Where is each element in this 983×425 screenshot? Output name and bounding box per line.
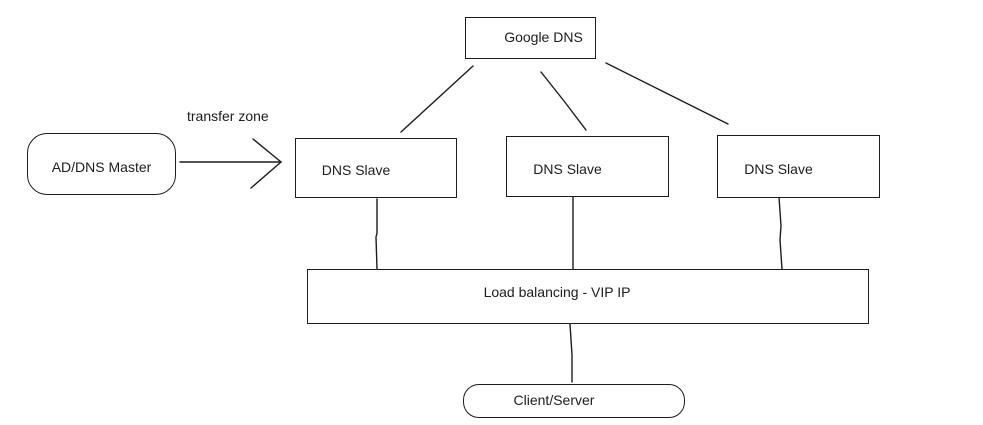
node-ad-dns-master: AD/DNS Master [27,133,176,195]
node-dns-slave-3: DNS Slave [717,135,880,198]
node-dns-slave-2: DNS Slave [506,136,669,197]
transfer-zone-arrow [179,138,283,189]
node-dns-slave-2-label: DNS Slave [533,160,602,177]
node-dns-slave-3-label: DNS Slave [744,160,813,177]
node-client-server-label: Client/Server [513,392,595,409]
edge-google-dns-to-dns-slave-1 [400,65,474,133]
edge-dns-slave-3-to-load-balancing [778,196,783,270]
node-dns-slave-1-label: DNS Slave [321,162,391,179]
transfer-zone-arrowhead [250,138,283,189]
edge-dns-slave-1-to-load-balancing [375,198,378,270]
transfer-zone-label: transfer zone [187,108,269,124]
node-google-dns: Google DNS [465,17,596,59]
node-load-balancing: Load balancing - VIP IP [307,269,869,324]
edge-load-balancing-to-client-server [569,323,573,383]
node-google-dns-label: Google DNS [504,29,583,46]
edge-google-dns-to-dns-slave-2 [540,71,587,131]
node-client-server: Client/Server [463,384,685,418]
edge-google-dns-to-dns-slave-3 [605,62,729,125]
node-load-balancing-label: Load balancing - VIP IP [483,283,631,300]
node-dns-slave-1: DNS Slave [295,138,457,198]
node-ad-dns-master-label: AD/DNS Master [51,159,152,176]
